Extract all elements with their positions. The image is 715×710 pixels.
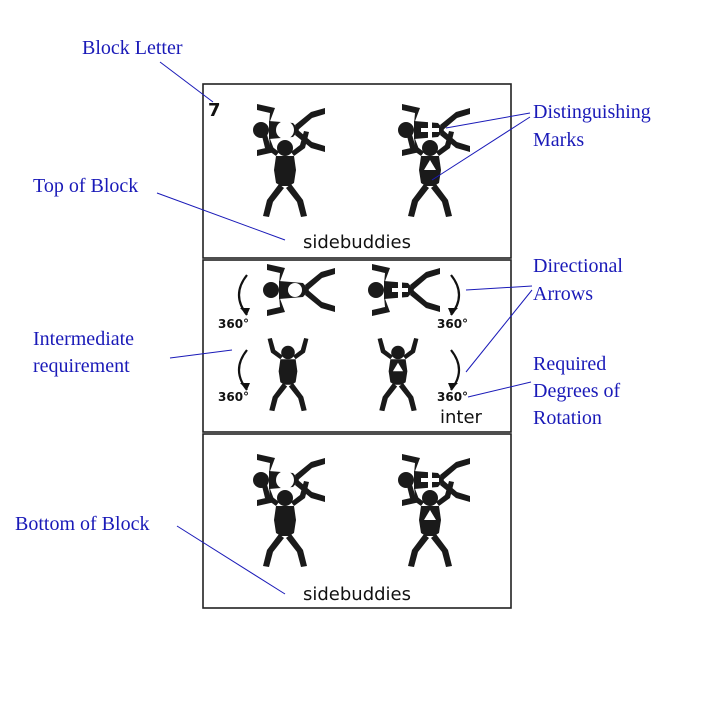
skydiver-side-icon [263,264,335,316]
skydiver-pair-icon [398,454,470,567]
rotation-degrees-label: 360° [437,390,468,404]
callout-leaders [156,61,533,595]
skydiver-upright-icon [377,338,419,412]
callout-degrees-of: Degrees of [533,380,621,402]
skydiver-pair-icon [398,104,470,217]
rotation-degrees-label: 360° [218,317,249,331]
skydiver-upright-icon [267,338,309,412]
skydiver-pair-icon [253,104,325,217]
callout-directional: Directional [533,255,623,277]
callout-distinguishing: Distinguishing [533,101,651,123]
rotation-arrow-icon [446,273,461,317]
callout-top-of-block: Top of Block [33,175,138,197]
bottom-panel [202,433,512,609]
skydiver-side-icon [368,264,440,316]
callout-block-letter: Block Letter [82,37,183,59]
intermediate-panel [202,259,512,433]
top-panel-caption: sidebuddies [303,232,411,253]
rotation-degrees-label: 360° [218,390,249,404]
skydiver-pair-icon [253,454,325,567]
intermediate-panel-caption: inter [440,407,483,428]
callout-rotation: Rotation [533,407,602,429]
callout-intermediate: Intermediate [33,328,134,350]
callout-marks: Marks [533,129,584,151]
top-panel [202,83,512,259]
callout-requirement: requirement [33,355,130,377]
rotation-arrow-icon [237,348,252,392]
bottom-panel-caption: sidebuddies [303,584,411,605]
block-letter: 7 [208,100,221,121]
callout-required: Required [533,353,606,375]
block-frame [202,83,512,609]
callout-bottom-of-block: Bottom of Block [15,513,149,535]
rotation-degrees-label: 360° [437,317,468,331]
callout-arrows: Arrows [533,283,593,305]
rotation-arrow-icon [237,273,252,317]
rotation-arrow-icon [446,348,461,392]
